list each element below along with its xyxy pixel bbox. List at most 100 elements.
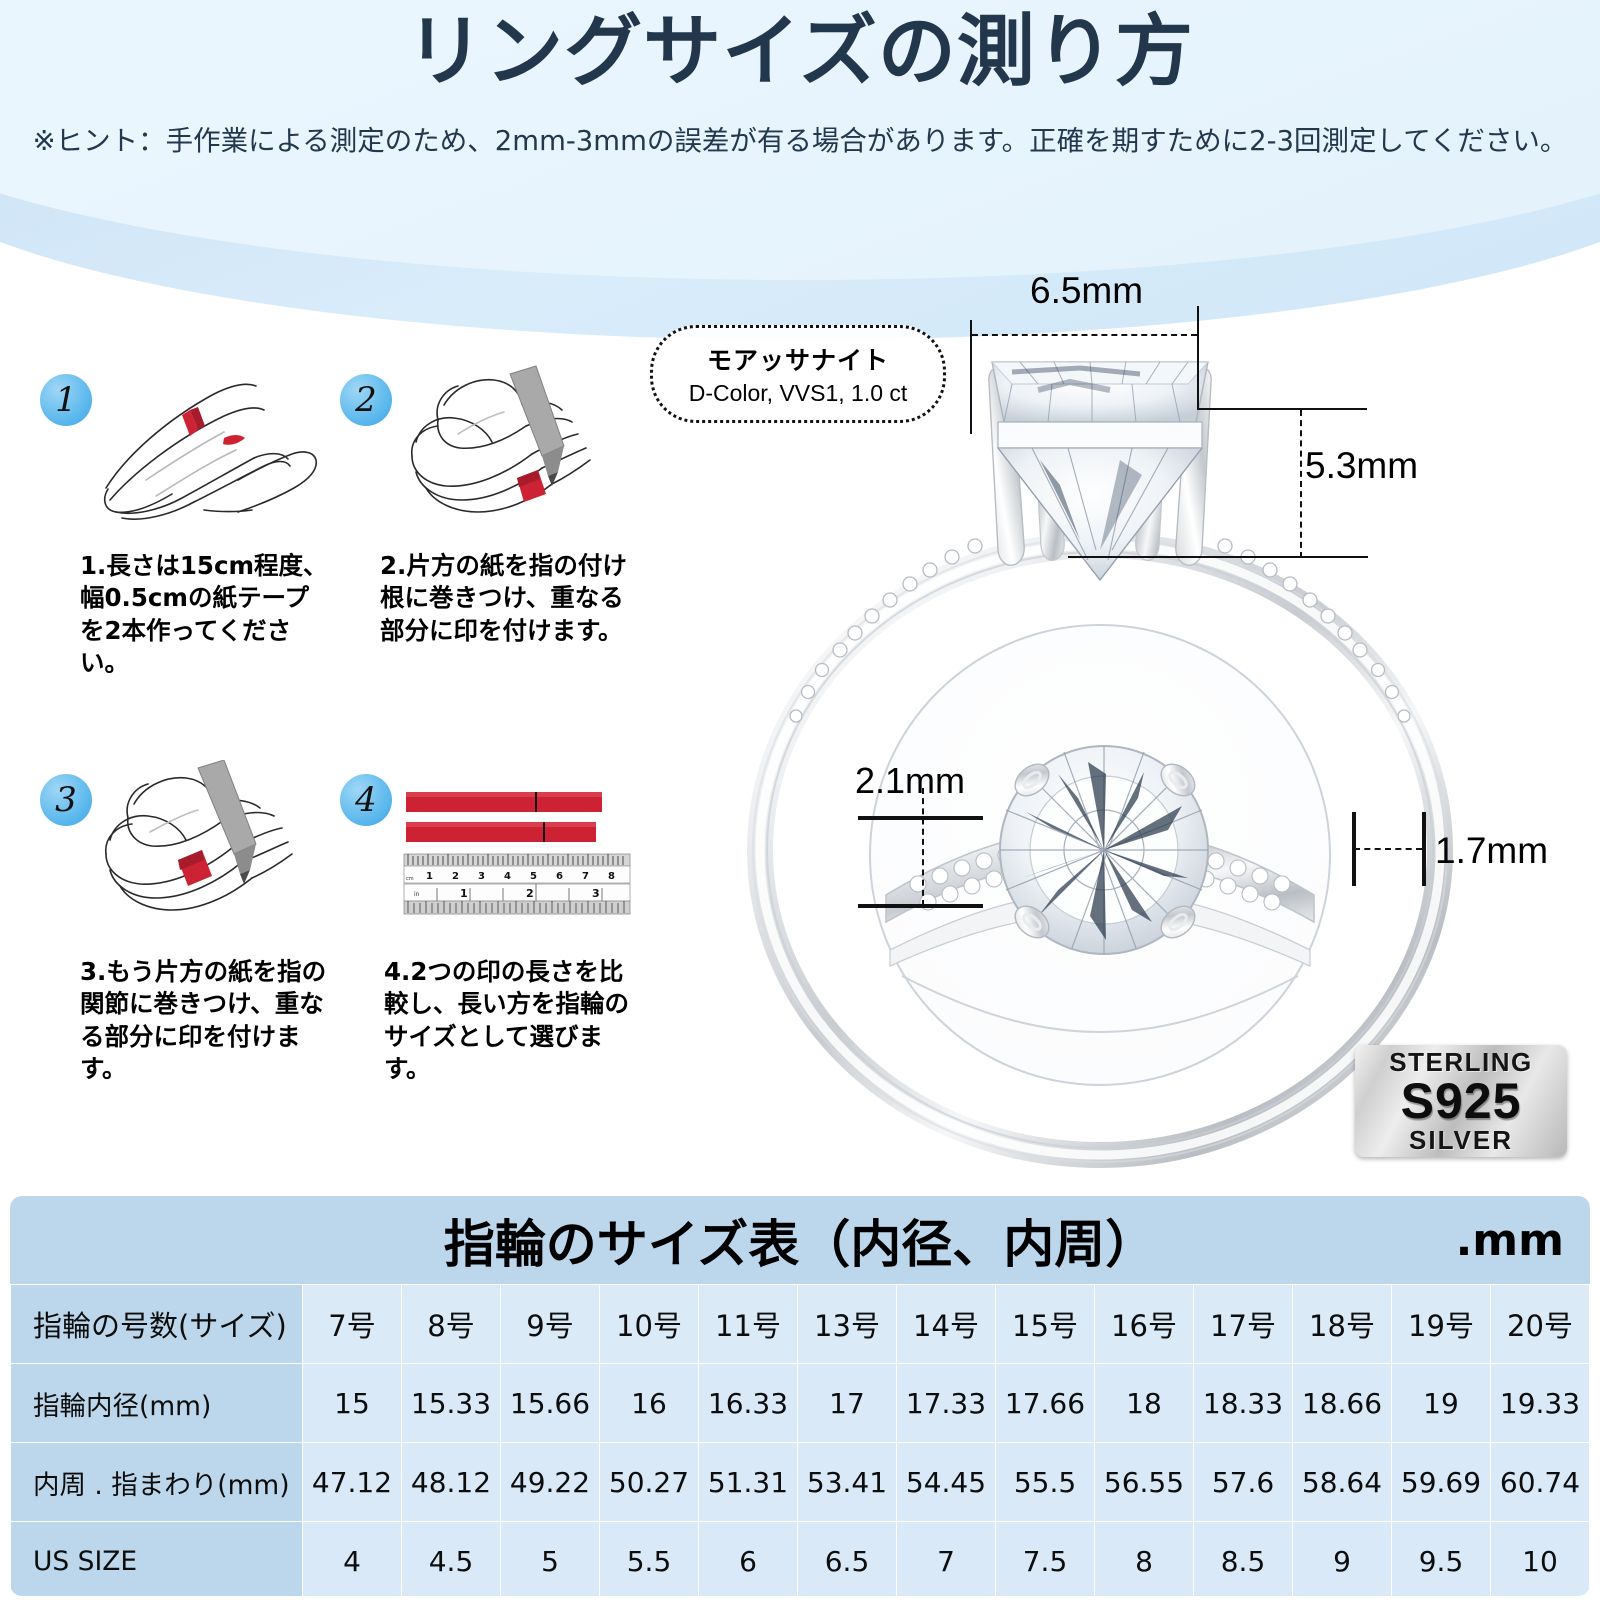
table-cell: 14号: [896, 1284, 996, 1364]
dim-5p3-bottom-line: [1068, 556, 1368, 558]
page-subtitle-hint: ※ヒント：手作業による測定のため、2mm-3mmの誤差が有る場合があります。正確…: [32, 125, 1568, 157]
table-cell: 16.33: [698, 1363, 798, 1443]
table-cell: 20号: [1490, 1284, 1590, 1364]
table-cell: 17.66: [995, 1363, 1095, 1443]
table-cell: 16: [599, 1363, 699, 1443]
table-cell: 11号: [698, 1284, 798, 1364]
table-cell: 9: [1292, 1521, 1392, 1596]
pave-stones: [789, 538, 1411, 723]
svg-text:5: 5: [530, 871, 537, 882]
table-row-header: 指輪の号数(サイズ): [10, 1284, 303, 1364]
ring-illustration: [747, 361, 1453, 1168]
table-cell: 47.12: [302, 1442, 402, 1522]
table-cell: 5: [500, 1521, 600, 1596]
measurement-steps: 1 1.長さ: [0, 360, 700, 1150]
table-cell: 18.33: [1193, 1363, 1293, 1443]
dim-2p1-bottom-line: [858, 904, 983, 908]
hand-with-paper-tape-icon: [86, 360, 336, 530]
table-cell: 7: [896, 1521, 996, 1596]
header-background-band-light: [0, 0, 1600, 280]
table-cell: 15: [302, 1363, 402, 1443]
dim-6p5-right-tick: [1197, 306, 1199, 410]
table-row-header: US SIZE: [10, 1521, 303, 1596]
badge-silver-label: SILVER: [1409, 1125, 1513, 1155]
size-table-title: 指輪のサイズ表（内径、内周）: [443, 1216, 1157, 1275]
badge-sterling-label: STERLING: [1389, 1047, 1533, 1077]
dim-6p5-left-tick: [970, 320, 972, 434]
dim-2p1-dashed-line: [922, 788, 924, 906]
table-cell: 53.41: [797, 1442, 897, 1522]
step-3-text: 3.もう片方の紙を指の関節に巻きつけ、重なる部分に印を付けます。: [80, 957, 327, 1083]
table-cell: 8号: [401, 1284, 501, 1364]
table-cell: 6: [698, 1521, 798, 1596]
table-row-header: 指輪内径(mm): [10, 1363, 303, 1443]
stone-spec-detail: D-Color, VVS1, 1.0 ct: [688, 380, 908, 406]
ring-diagram: 6.5mm 5.3mm 2.1mm 1.7mm モアッサナイト D-Color,…: [640, 250, 1600, 1200]
table-cell: 8.5: [1193, 1521, 1293, 1596]
table-cell: 18: [1094, 1363, 1194, 1443]
table-cell: 6.5: [797, 1521, 897, 1596]
hand-marking-knuckle-icon: [86, 759, 336, 930]
ring-zoom-inset: [869, 624, 1331, 1086]
dimension-label-band-thickness: 1.7mm: [1435, 830, 1549, 871]
table-cell: 58.64: [1292, 1442, 1392, 1522]
svg-text:1: 1: [426, 871, 433, 882]
step-1-text: 1.長さは15cm程度、幅0.5cmの紙テープを2本作ってください。: [80, 551, 328, 677]
svg-text:2: 2: [526, 887, 534, 900]
table-cell: 9号: [500, 1284, 600, 1364]
dim-1p7-right-tick: [1422, 812, 1426, 886]
table-cell: 7号: [302, 1284, 402, 1364]
stone-spec-name: モアッサナイト: [706, 346, 889, 375]
table-cell: 15.66: [500, 1363, 600, 1443]
step-3-number-badge: 3: [40, 774, 92, 826]
table-cell: 5.5: [599, 1521, 699, 1596]
dimension-label-stone-width: 6.5mm: [1030, 270, 1144, 311]
page-header: リングサイズの測り方 ※ヒント：手作業による測定のため、2mm-3mmの誤差が有…: [0, 0, 1600, 340]
svg-text:8: 8: [608, 871, 615, 882]
table-row-header: 内周 . 指まわり(mm): [10, 1442, 303, 1522]
table-cell: 48.12: [401, 1442, 501, 1522]
table-cell: 18.66: [1292, 1363, 1392, 1443]
dim-6p5-dashed-line: [972, 334, 1197, 336]
table-cell: 18号: [1292, 1284, 1392, 1364]
step-2-number-badge: 2: [340, 374, 392, 426]
table-cell: 54.45: [896, 1442, 996, 1522]
svg-text:3: 3: [592, 887, 600, 900]
svg-text:7: 7: [582, 871, 589, 882]
svg-text:cm: cm: [406, 876, 414, 882]
table-cell: 19号: [1391, 1284, 1491, 1364]
step-2-text: 2.片方の紙を指の付け根に巻きつけ、重なる部分に印を付けます。: [380, 551, 627, 645]
svg-text:4: 4: [504, 871, 511, 882]
step-4-number-badge: 4: [340, 774, 392, 826]
svg-text:3: 3: [478, 871, 485, 882]
table-cell: 15号: [995, 1284, 1095, 1364]
page-title: リングサイズの測り方: [406, 7, 1194, 97]
table-cell: 59.69: [1391, 1442, 1491, 1522]
table-cell: 8: [1094, 1521, 1194, 1596]
table-cell: 19.33: [1490, 1363, 1590, 1443]
size-table-header-bar: 指輪のサイズ表（内径、内周） .mm: [10, 1196, 1590, 1284]
table-cell: 7.5: [995, 1521, 1095, 1596]
dimension-label-band-width: 2.1mm: [855, 760, 966, 801]
table-cell: 57.6: [1193, 1442, 1293, 1522]
size-table-unit: .mm: [1455, 1214, 1564, 1266]
badge-s925-label: S925: [1400, 1073, 1522, 1129]
step-4-text: 4.2つの印の長さを比較し、長い方を指輪のサイズとして選びます。: [384, 957, 629, 1083]
step-1-number-badge: 1: [40, 374, 92, 426]
table-cell: 49.22: [500, 1442, 600, 1522]
table-cell: 17.33: [896, 1363, 996, 1443]
table-cell: 55.5: [995, 1442, 1095, 1522]
hand-marking-base-icon: [386, 360, 636, 530]
table-cell: 51.31: [698, 1442, 798, 1522]
stone-spec-callout: モアッサナイト D-Color, VVS1, 1.0 ct: [650, 325, 946, 423]
table-cell: 56.55: [1094, 1442, 1194, 1522]
table-cell: 17: [797, 1363, 897, 1443]
table-cell: 4.5: [401, 1521, 501, 1596]
